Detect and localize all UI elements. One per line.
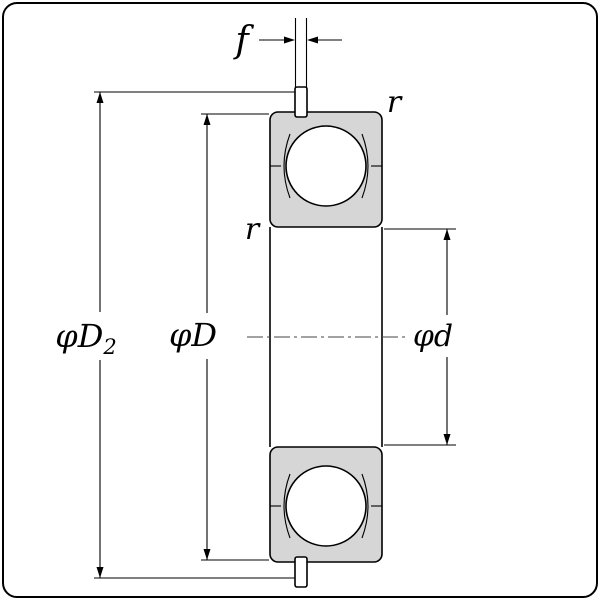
arrow-up-icon	[96, 92, 104, 103]
arrow-down-icon	[203, 549, 211, 560]
snap-ring-top	[294, 86, 308, 118]
label-r-outer: r	[387, 85, 403, 120]
raceway-arc-bottom-right	[361, 473, 369, 539]
raceway-arc-top-right	[361, 133, 369, 199]
raceway-arc-top-left	[283, 133, 291, 199]
dim-label-phi-D2-sub: 2	[102, 335, 116, 359]
arrow-up-icon	[443, 229, 451, 240]
dim-label-phi-D2-main: φD	[55, 317, 103, 355]
dim-label-phi-d: φd	[413, 319, 453, 354]
snap-ring-bottom	[294, 556, 308, 588]
arrow-down-icon	[96, 567, 104, 578]
label-mask	[56, 312, 122, 360]
dim-label-f: f	[232, 20, 254, 61]
dim-label-phi-D: φD	[169, 316, 217, 354]
bearing-cross-section	[269, 18, 383, 588]
dim-label-phi-D2: φD2	[55, 317, 116, 359]
raceway-arc-bottom-left	[283, 473, 291, 539]
ball-bottom	[285, 465, 367, 547]
arrow-down-icon	[443, 434, 451, 445]
label-r-inner: r	[245, 212, 261, 247]
ball-top	[285, 125, 367, 207]
dimension-phi-d: φd	[384, 228, 461, 446]
arrow-right-icon	[284, 36, 295, 44]
dimension-f: f	[232, 20, 342, 61]
dimension-phi-D2: φD2	[55, 91, 295, 579]
label-mask	[409, 315, 461, 357]
arrow-left-icon	[307, 36, 318, 44]
arrow-up-icon	[203, 114, 211, 125]
label-mask	[166, 313, 221, 359]
dimension-phi-D: φD	[166, 113, 269, 561]
